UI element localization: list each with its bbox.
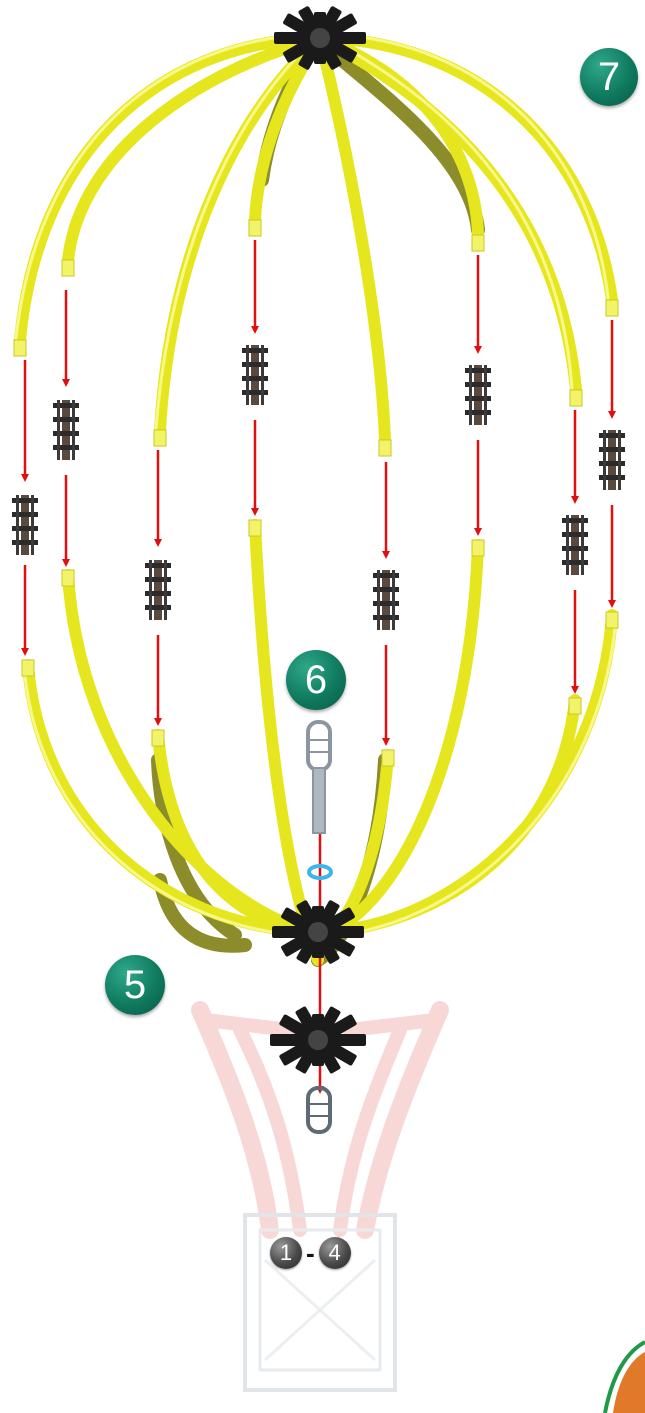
tube-end-caps	[13, 219, 619, 767]
ladder-coupler-icon	[242, 345, 268, 405]
clip-pin-icon	[306, 720, 332, 834]
clip-pin-icon	[306, 1086, 332, 1134]
hub-connector-icon	[272, 900, 364, 964]
ladder-coupler-icon	[465, 365, 491, 425]
ring-icon	[307, 864, 333, 880]
ladder-coupler-icon	[373, 570, 399, 630]
range-end-badge: 4	[318, 1237, 351, 1269]
step-6-number: 6	[304, 658, 328, 702]
step-5-badge: 5	[105, 955, 165, 1015]
ladder-coupler-icon	[562, 515, 588, 575]
ghost-lower-assembly	[191, 1001, 449, 1392]
balloon-lower-tube-highlights	[22, 613, 618, 938]
steps-range-label: 1 - 4	[270, 1236, 351, 1270]
balloon-upper-tube-highlights	[14, 32, 610, 430]
ladder-coupler-icon	[145, 560, 171, 620]
range-start-number: 1	[279, 1240, 293, 1265]
step-5-number: 5	[123, 963, 147, 1007]
hub-connector-icon	[270, 1006, 366, 1074]
range-start-badge: 1	[270, 1237, 302, 1269]
balloon-upper-tubes	[14, 32, 618, 446]
coupler-set	[12, 345, 625, 630]
ladder-coupler-icon	[53, 400, 79, 460]
ladder-coupler-icon	[12, 495, 38, 555]
corner-swoosh-icon	[603, 1340, 645, 1413]
step-6-badge: 6	[286, 650, 346, 710]
step-7-number: 7	[597, 55, 621, 99]
step-7-badge: 7	[580, 48, 638, 106]
range-end-number: 4	[328, 1240, 341, 1265]
range-separator: -	[306, 1238, 315, 1268]
ladder-coupler-icon	[599, 430, 625, 490]
hub-connector-icon	[274, 6, 366, 70]
